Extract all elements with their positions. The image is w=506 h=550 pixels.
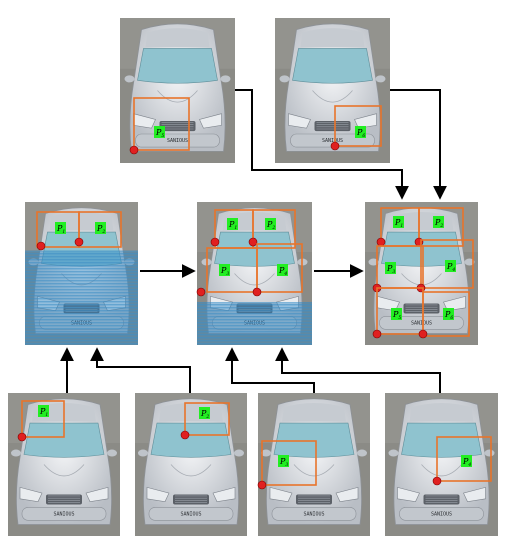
keypoint-dot bbox=[210, 237, 220, 247]
panel-bottom-1-input: SANIOUS P1 bbox=[8, 393, 120, 536]
keypoint-dot bbox=[17, 432, 27, 442]
image-panels: SANIOUSP5SANIOUSP6SANIOUSP1P2SANIOUSP1P2… bbox=[8, 18, 498, 536]
panel-bottom-2-input: SANIOUS P2 bbox=[135, 393, 247, 536]
svg-text:P6: P6 bbox=[356, 128, 365, 139]
part-label: P1 bbox=[55, 222, 66, 235]
keypoint-dot bbox=[330, 141, 340, 151]
license-plate-text: SANIOUS bbox=[303, 511, 324, 517]
part-label: P1 bbox=[38, 405, 49, 418]
part-label: P1 bbox=[227, 218, 238, 231]
svg-text:P2: P2 bbox=[266, 220, 275, 231]
panel-bottom-3-input: SANIOUS P3 bbox=[257, 393, 370, 536]
part-bounding-box bbox=[78, 211, 122, 248]
svg-text:P3: P3 bbox=[279, 457, 288, 468]
svg-text:P1: P1 bbox=[394, 218, 403, 229]
svg-text:P5: P5 bbox=[155, 128, 164, 139]
svg-text:P2: P2 bbox=[434, 218, 443, 229]
arrow-bottom2-to-left bbox=[90, 347, 191, 393]
svg-text:P4: P4 bbox=[278, 266, 287, 277]
panel-bottom-4-input: SANIOUS P4 bbox=[385, 393, 498, 536]
keypoint-dot bbox=[252, 287, 262, 297]
part-bounding-box bbox=[436, 436, 492, 482]
svg-text:P1: P1 bbox=[39, 407, 48, 418]
keypoint-dot bbox=[74, 237, 84, 247]
license-plate-text: SANIOUS bbox=[431, 511, 452, 517]
part-label: P2 bbox=[95, 222, 106, 235]
license-plate-text: SANIOUS bbox=[411, 320, 432, 326]
arrow-bottom4-to-center bbox=[275, 347, 441, 393]
arrow-top-right-to-output bbox=[390, 89, 447, 200]
keypoint-dot bbox=[129, 145, 139, 155]
part-label: P3 bbox=[278, 455, 289, 468]
part-label: P2 bbox=[433, 216, 444, 229]
svg-text:P3: P3 bbox=[386, 264, 395, 275]
panel-top-right-input: SANIOUS P6 bbox=[275, 18, 390, 163]
svg-text:P4: P4 bbox=[462, 457, 471, 468]
svg-text:P3: P3 bbox=[220, 266, 229, 277]
keypoint-dot bbox=[376, 237, 386, 247]
part-label: P6 bbox=[443, 308, 454, 321]
svg-text:P2: P2 bbox=[96, 224, 105, 235]
license-plate-text: SANIOUS bbox=[180, 511, 201, 517]
part-label: P2 bbox=[199, 407, 210, 420]
part-label: P4 bbox=[445, 260, 456, 273]
keypoint-dot bbox=[180, 430, 190, 440]
keypoint-dot bbox=[36, 241, 46, 251]
arrow-top-left-to-output bbox=[235, 89, 409, 200]
svg-text:P1: P1 bbox=[228, 220, 237, 231]
svg-text:P1: P1 bbox=[56, 224, 65, 235]
keypoint-dot bbox=[248, 237, 258, 247]
arrow-bottom3-to-center bbox=[225, 347, 315, 393]
keypoint-dot bbox=[257, 480, 267, 490]
part-label: P3 bbox=[385, 262, 396, 275]
part-bounding-box bbox=[133, 97, 190, 151]
svg-text:P6: P6 bbox=[444, 310, 453, 321]
part-bounding-box bbox=[21, 400, 65, 438]
part-label: P4 bbox=[461, 455, 472, 468]
svg-text:P5: P5 bbox=[392, 310, 401, 321]
license-plate-text: SANIOUS bbox=[322, 138, 343, 144]
part-bounding-box bbox=[252, 209, 296, 249]
flow-arrows bbox=[60, 89, 447, 393]
part-label: P1 bbox=[393, 216, 404, 229]
keypoint-dot bbox=[372, 329, 382, 339]
keypoint-dot bbox=[196, 287, 206, 297]
part-bounding-box bbox=[184, 402, 230, 436]
highlight-stripes bbox=[25, 250, 138, 345]
svg-text:P4: P4 bbox=[446, 262, 455, 273]
part-bounding-box bbox=[261, 440, 317, 486]
part-bounding-box bbox=[418, 207, 464, 247]
part-label: P4 bbox=[277, 264, 288, 277]
keypoint-dot bbox=[432, 476, 442, 486]
part-bounding-box bbox=[334, 105, 382, 147]
part-label: P6 bbox=[355, 126, 366, 139]
part-label: P5 bbox=[391, 308, 402, 321]
keypoint-dot bbox=[418, 329, 428, 339]
part-bounding-box bbox=[422, 291, 470, 337]
part-bounding-box bbox=[420, 239, 474, 289]
part-bounding-box bbox=[256, 243, 303, 293]
license-plate-text: SANIOUS bbox=[53, 511, 74, 517]
part-label: P5 bbox=[154, 126, 165, 139]
part-label: P3 bbox=[219, 264, 230, 277]
license-plate-text: SANIOUS bbox=[167, 138, 188, 144]
highlight-stripes bbox=[197, 302, 312, 345]
svg-text:P2: P2 bbox=[200, 409, 209, 420]
part-label: P2 bbox=[265, 218, 276, 231]
